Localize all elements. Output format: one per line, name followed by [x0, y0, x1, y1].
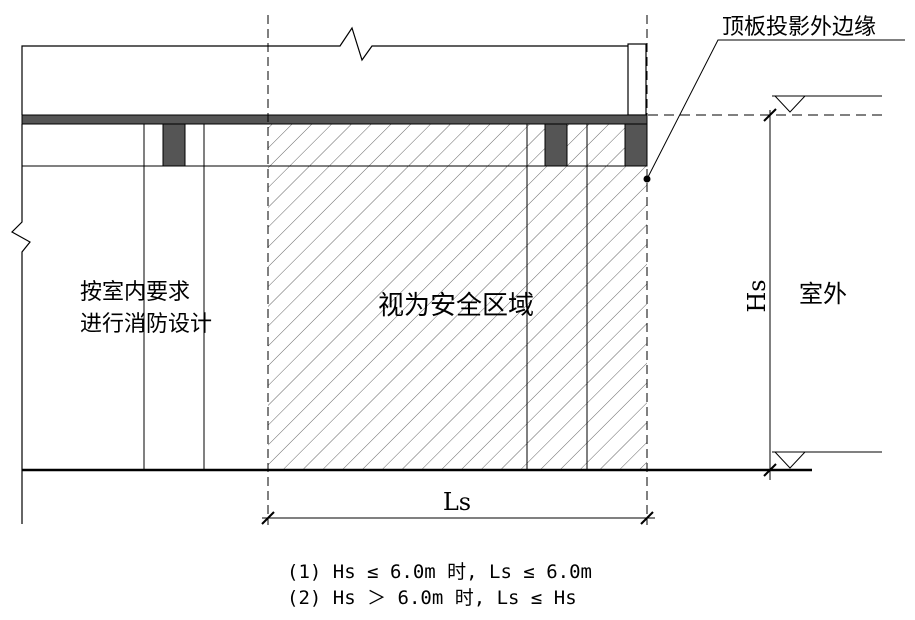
outdoor-label: 室外 — [799, 280, 847, 308]
hs-dimension-label: Hs — [743, 279, 771, 312]
beam-right — [624, 123, 648, 167]
hs-tick-top — [763, 108, 777, 122]
hs-tick-bottom — [763, 463, 777, 477]
roof-edge-leader — [646, 39, 905, 180]
note-2: (2) Hs ＞ 6.0m 时, Ls ≤ Hs — [287, 587, 577, 609]
beam-left — [162, 123, 186, 167]
note-1: (1) Hs ≤ 6.0m 时, Ls ≤ 6.0m — [287, 561, 592, 583]
parapet — [627, 43, 647, 116]
elevation-triangle-top — [773, 95, 807, 113]
ls-tick-left — [261, 511, 275, 525]
beam-middle — [544, 123, 568, 167]
left-wall — [11, 124, 31, 524]
indoor-design-label-line2: 进行消防设计 — [80, 312, 212, 337]
indoor-design-label-line1: 按室内要求 — [80, 280, 190, 305]
upper-building-outline — [21, 26, 628, 115]
safe-zone-label: 视为安全区域 — [378, 291, 534, 321]
ls-tick-right — [640, 511, 654, 525]
safe-zone-hatch — [268, 124, 647, 470]
elevation-triangle-bottom — [773, 451, 807, 469]
roof-edge-label: 顶板投影外边缘 — [722, 15, 876, 40]
ls-dimension-label: Ls — [443, 488, 471, 516]
roof-slab — [21, 114, 648, 125]
